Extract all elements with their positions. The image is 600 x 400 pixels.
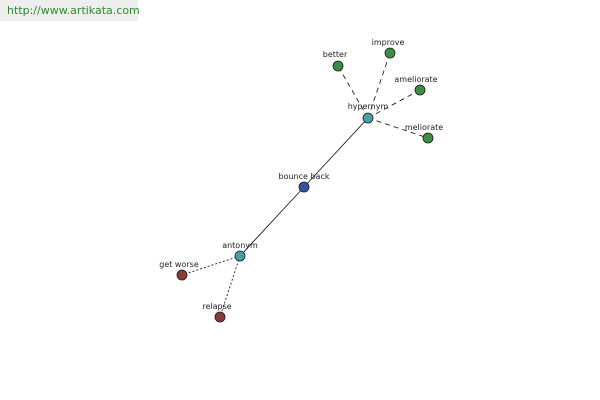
nodes-layer: bounce back hypernym antonym better improve a… [159, 38, 443, 323]
node-meliorate-dot[interactable] [422, 132, 434, 144]
node-hypernym[interactable]: hypernym [348, 102, 389, 124]
node-improve-label: improve [372, 38, 405, 47]
edge-hypernym-improve [367, 52, 391, 119]
node-antonym-label: antonym [222, 241, 258, 250]
node-ameliorate[interactable]: ameliorate [394, 75, 438, 96]
node-relapse-label: relapse [202, 302, 231, 311]
node-center-dot[interactable] [298, 181, 310, 193]
edge-hypernym-better [337, 65, 369, 119]
source-url-link[interactable]: http://www.artikata.com [7, 4, 140, 17]
node-better-label: better [323, 50, 348, 59]
node-better[interactable]: better [323, 50, 348, 72]
edge-center-hypernym [303, 117, 369, 188]
node-improve[interactable]: improve [372, 38, 405, 59]
node-meliorate[interactable]: meliorate [405, 123, 443, 144]
node-ameliorate-label: ameliorate [394, 75, 437, 84]
node-relapse[interactable]: relapse [202, 302, 232, 323]
edge-hypernym-ameliorate [367, 89, 421, 119]
node-hypernym-dot[interactable] [362, 112, 374, 124]
edges-layer [181, 52, 429, 318]
node-center-label: bounce back [279, 172, 330, 181]
node-better-dot[interactable] [332, 60, 344, 72]
node-meliorate-label: meliorate [405, 123, 443, 132]
node-get-worse-dot[interactable] [176, 269, 188, 281]
node-get-worse[interactable]: get worse [159, 260, 199, 281]
edge-center-antonym [239, 186, 305, 257]
edge-hypernym-meliorate [367, 117, 429, 139]
node-hypernym-label: hypernym [348, 102, 389, 111]
node-antonym[interactable]: antonym [222, 241, 258, 262]
source-banner: http://www.artikata.com [0, 0, 140, 21]
edge-antonym-relapse [219, 255, 241, 318]
node-center[interactable]: bounce back [279, 172, 330, 193]
node-antonym-dot[interactable] [234, 250, 246, 262]
node-relapse-dot[interactable] [214, 311, 226, 323]
node-improve-dot[interactable] [384, 47, 396, 59]
node-get-worse-label: get worse [159, 260, 199, 269]
node-ameliorate-dot[interactable] [414, 84, 426, 96]
